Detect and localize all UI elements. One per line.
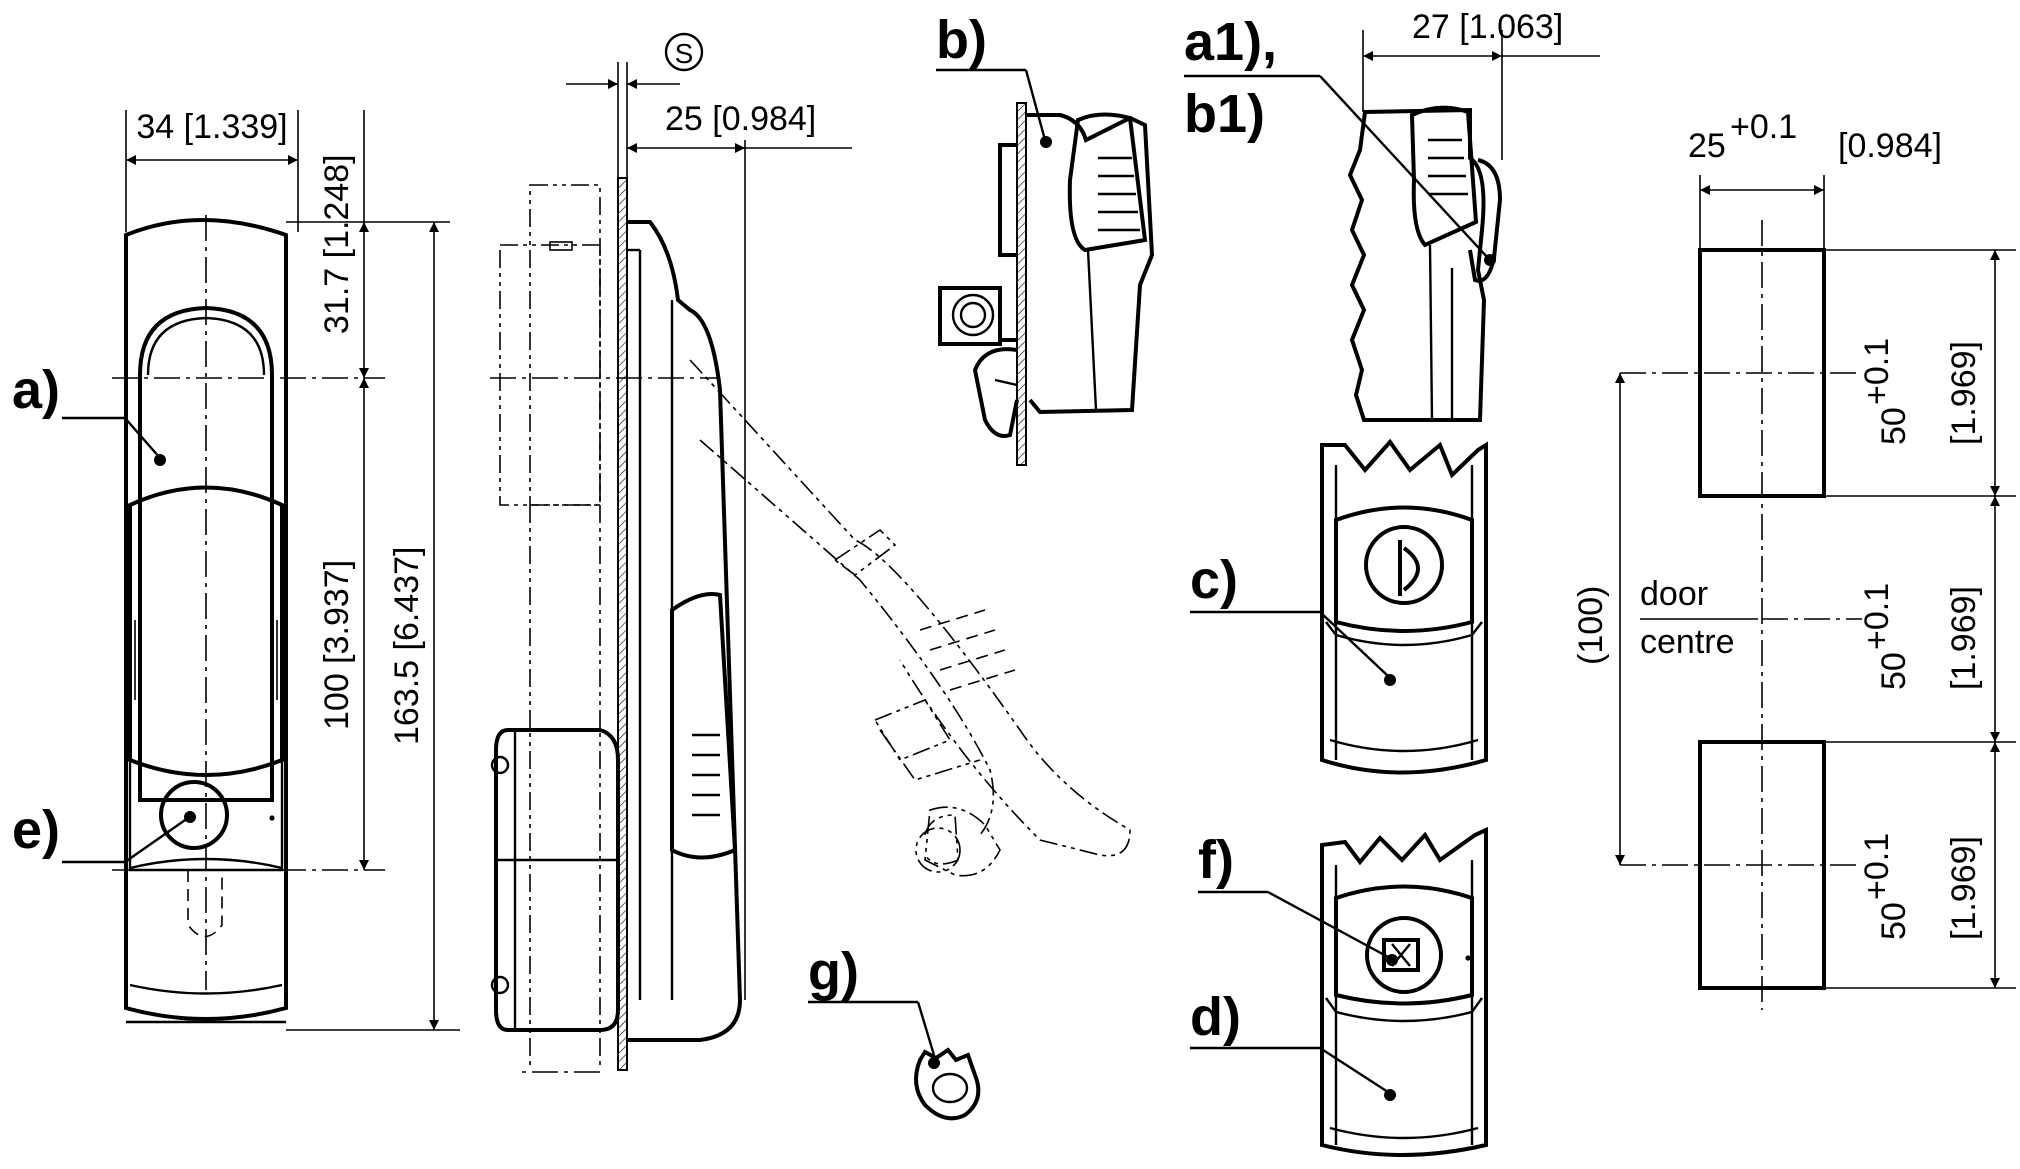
callout-a1: a1), <box>1184 12 1277 72</box>
callout-e: e) <box>12 800 60 860</box>
callout-g: g) <box>808 942 859 1002</box>
variant-a1-b1-view: a1), b1) 27 [1.063] <box>1184 8 1600 422</box>
side-thickness-symbol: S <box>675 38 694 69</box>
cutout-view: 25 +0.1 [0.984] 50 +0.1 [1.969] 50 +0.1 … <box>1572 108 2016 1010</box>
variant-c-view: c) <box>1190 438 1488 775</box>
front-top-offset-dim: 31.7 [1.248] <box>318 154 356 334</box>
cutout-seg2-tolerance: +0.1 <box>1858 583 1896 650</box>
cutout-seg3-nominal: 50 <box>1875 902 1913 940</box>
cutout-width-tolerance: +0.1 <box>1730 108 1797 146</box>
cutout-seg3-inch: [1.969] <box>1945 836 1983 940</box>
side-view: S 25 [0.984] g) <box>490 32 1131 1121</box>
cutout-seg1-inch: [1.969] <box>1945 341 1983 445</box>
callout-c: c) <box>1190 550 1238 610</box>
cutout-seg2-nominal: 50 <box>1875 652 1913 690</box>
cutout-centre-label: centre <box>1640 623 1735 661</box>
front-overall-height-dim: 163.5 [6.437] <box>388 546 426 745</box>
cutout-seg3-tolerance: +0.1 <box>1858 833 1896 900</box>
cutout-seg2-inch: [1.969] <box>1945 586 1983 690</box>
cutout-width-nominal: 25 <box>1688 127 1726 165</box>
variant-b-view: b) <box>936 10 1155 466</box>
cutout-width-inch: [0.984] <box>1838 127 1942 165</box>
cutout-seg1-nominal: 50 <box>1875 407 1913 445</box>
callout-b: b) <box>936 10 987 70</box>
side-depth-dim: 25 [0.984] <box>665 100 816 138</box>
cutout-seg1-tolerance: +0.1 <box>1858 338 1896 405</box>
variant-b1-depth-dim: 27 [1.063] <box>1412 8 1563 46</box>
front-view: 34 [1.339] 31.7 [1.248] 100 [3.937] 163.… <box>12 108 460 1031</box>
cutout-pitch-reference: (100) <box>1572 586 1610 665</box>
callout-f: f) <box>1198 830 1234 890</box>
callout-d: d) <box>1190 987 1241 1047</box>
front-width-dim: 34 [1.339] <box>136 108 287 146</box>
front-pitch-dim: 100 [3.937] <box>318 560 356 730</box>
callout-b1: b1) <box>1184 84 1265 144</box>
cutout-door-label: door <box>1640 575 1708 613</box>
callout-a: a) <box>12 360 60 420</box>
variant-d-view: f) d) <box>1190 826 1488 1157</box>
